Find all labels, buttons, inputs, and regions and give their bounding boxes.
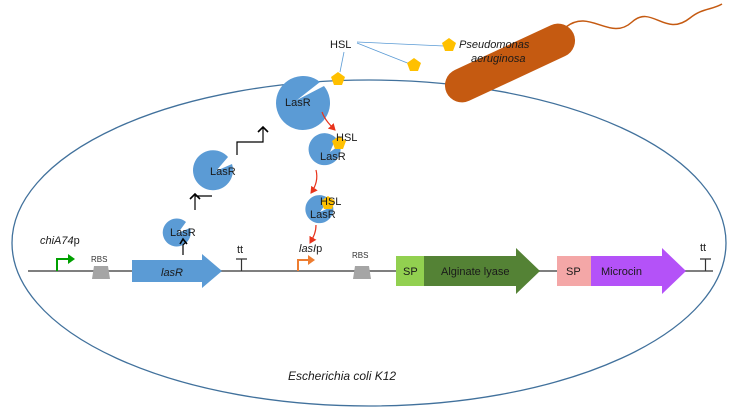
promoter-lasi-label: lasIp [299, 243, 322, 255]
promoter-chia74-arrowhead [68, 254, 75, 264]
gene-alginate-lyase-label: Alginate lyase [441, 266, 510, 278]
rbs-1 [92, 266, 110, 279]
terminator-1-label: tt [237, 244, 243, 256]
lasr-label-small: LasR [170, 227, 196, 239]
hsl-label: HSL [330, 39, 351, 51]
promoter-lasi-icon [297, 259, 311, 271]
rbs-1-label: RBS [91, 255, 107, 264]
terminator-2 [700, 258, 711, 271]
gene-lasr-label: lasR [161, 267, 183, 279]
signal-peptide-1 [396, 256, 424, 286]
pathogen-label-line1: Pseudomonas [459, 39, 530, 51]
pseudomonas-bacterium [444, 3, 723, 103]
hsl-molecule-free-2 [407, 58, 421, 71]
signal-peptide-1-label: SP [403, 266, 418, 278]
gene-lasr [132, 254, 222, 288]
rbs-2-label: RBS [352, 251, 368, 260]
hsl-bound-label-1: HSL [336, 132, 357, 144]
rbs-2 [353, 266, 371, 279]
gene-alginate-lyase [424, 248, 540, 294]
signal-peptide-2 [557, 256, 591, 286]
lasr-label-complex-1: LasR [320, 151, 346, 163]
lasr-label-complex-2: LasR [310, 209, 336, 221]
lasr-protein-medium [192, 150, 233, 191]
promoter-chia74-icon [56, 258, 71, 271]
terminator-1 [236, 258, 247, 271]
hsl-bound-label-2: HSL [320, 196, 341, 208]
hsl-molecule-free-3 [331, 72, 345, 85]
hsl-bound-2 [321, 196, 335, 209]
pathogen-label-line2: aeruginosa [471, 53, 525, 65]
activation-arrows [309, 111, 336, 244]
hsl-connector-lines [339, 41, 445, 73]
lasr-label-medium: LasR [210, 166, 236, 178]
lasr-label-large: LasR [285, 97, 311, 109]
hsl-bound-1 [332, 136, 346, 149]
cell-label: Escherichia coli K12 [288, 369, 396, 383]
cell-membrane [11, 79, 727, 407]
lasr-protein-large [276, 75, 331, 130]
terminator-2-label: tt [700, 242, 706, 254]
promoter-lasi-arrowhead [308, 255, 315, 265]
gene-microcin [591, 248, 686, 294]
gene-microcin-label: Microcin [601, 266, 642, 278]
hsl-molecule-free-1 [442, 38, 456, 51]
signal-peptide-2-label: SP [566, 266, 581, 278]
expression-arrows [179, 125, 269, 255]
promoter-chia74-label: chiA74p [40, 235, 80, 247]
